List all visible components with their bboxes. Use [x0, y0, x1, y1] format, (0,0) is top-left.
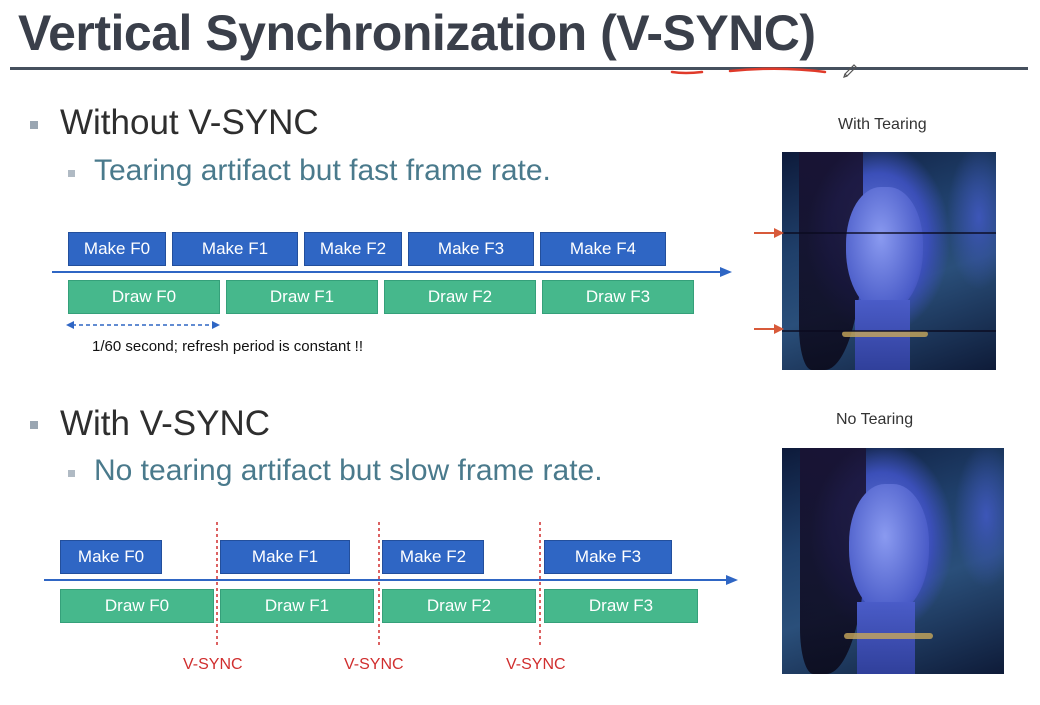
draw-frame-box: Draw F0	[68, 280, 220, 314]
no-tearing-example-image	[782, 448, 1004, 674]
bullet-icon	[30, 121, 38, 129]
timeline-arrow	[52, 267, 732, 277]
draw-frame-box: Draw F2	[382, 589, 536, 623]
annotation-underline	[670, 67, 827, 75]
vsync-label: V-SYNC	[344, 656, 404, 673]
image-caption-no-tearing: No Tearing	[836, 411, 914, 428]
slide-title: Vertical Synchronization (V-SYNC)	[18, 5, 816, 61]
draw-frame-box: Draw F0	[60, 589, 214, 623]
draw-frame-box: Draw F1	[220, 589, 374, 623]
draw-frame-box: Draw F3	[544, 589, 698, 623]
heading-without-vsync: Without V-SYNC	[60, 103, 319, 142]
timeline-arrow	[44, 575, 738, 585]
bullet-icon	[30, 421, 38, 429]
title-underline	[10, 67, 1028, 70]
vsync-label: V-SYNC	[506, 656, 566, 673]
make-frame-box: Make F0	[60, 540, 162, 574]
heading-with-vsync: With V-SYNC	[60, 404, 271, 443]
period-dimension-arrow	[66, 321, 220, 329]
make-frame-box: Make F1	[220, 540, 350, 574]
subpoint-with-vsync: No tearing artifact but slow frame rate.	[94, 454, 603, 487]
period-note: 1/60 second; refresh period is constant …	[92, 338, 363, 355]
make-frame-box: Make F4	[540, 232, 666, 266]
draw-frame-box: Draw F1	[226, 280, 378, 314]
make-frame-box: Make F3	[408, 232, 534, 266]
sub-bullet-icon	[68, 170, 75, 177]
make-frame-box: Make F2	[304, 232, 402, 266]
make-frame-box: Make F2	[382, 540, 484, 574]
vsync-markers	[216, 522, 541, 646]
draw-frame-box: Draw F2	[384, 280, 536, 314]
tear-arrow-icon	[754, 324, 784, 334]
make-frame-box: Make F1	[172, 232, 298, 266]
subpoint-without-vsync: Tearing artifact but fast frame rate.	[94, 154, 551, 187]
sub-bullet-icon	[68, 470, 75, 477]
make-frame-box: Make F0	[68, 232, 166, 266]
vsync-label: V-SYNC	[183, 656, 243, 673]
tearing-example-image	[782, 152, 996, 370]
image-caption-tearing: With Tearing	[838, 116, 927, 133]
draw-frame-box: Draw F3	[542, 280, 694, 314]
pen-cursor-icon	[843, 64, 857, 78]
tear-arrow-icon	[754, 228, 784, 238]
make-frame-box: Make F3	[544, 540, 672, 574]
